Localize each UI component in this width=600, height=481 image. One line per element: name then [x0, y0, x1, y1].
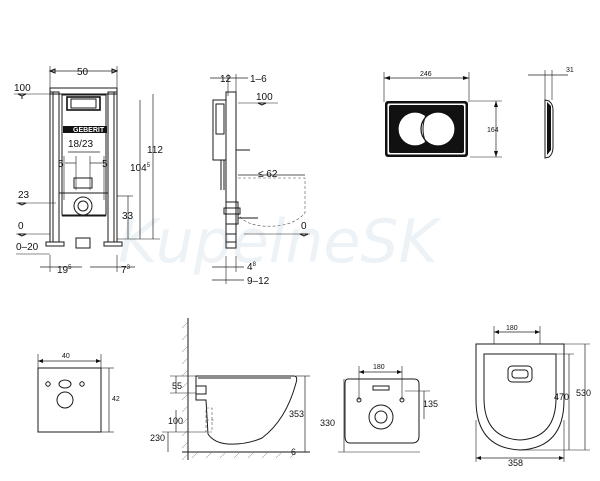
top-width-180-label: 180 [506, 325, 518, 332]
watermark: KupelneSK [118, 207, 442, 277]
outlet-pitch-label: 18/23 [68, 139, 93, 150]
flush-plate-front: 246 164 [383, 71, 502, 158]
back-width-label: 180 [373, 364, 385, 371]
side-depth-label: 12 [220, 74, 232, 85]
offset-left-label: 5 [58, 159, 64, 170]
cover-height-label: 42 [112, 396, 120, 403]
projection-label: ≤ 62 [258, 169, 278, 180]
side-bottom-b-label: 9–12 [247, 276, 270, 287]
side-bottom-a-label: 48 [247, 262, 257, 273]
side-offset-label: 1–6 [250, 74, 267, 85]
floor-range-label: 0–20 [16, 242, 39, 253]
back-height-label: 330 [320, 418, 335, 428]
floor-level-label: 0 [18, 221, 24, 232]
bowl-dim-55-label: 55 [172, 381, 182, 391]
bowl-dim-100-label: 100 [168, 416, 183, 426]
bowl-dim-230-label: 230 [150, 433, 165, 443]
total-height-label: 112 [147, 145, 163, 156]
side-floor-label: 0 [301, 221, 307, 232]
back-dim-135-label: 135 [423, 399, 438, 409]
bottom-right-label: 73 [121, 265, 131, 276]
bottom-left-label: 195 [57, 265, 72, 276]
bowl-back-view: 180 330 135 [320, 364, 438, 453]
plate-depth-label: 31 [566, 67, 574, 74]
bolt-height-label: 33 [122, 211, 134, 222]
flush-plate-side: 31 [528, 67, 574, 159]
frame-height-label: 1045 [130, 163, 151, 174]
frame-side-view: 12 1–6 100 ≤ 62 0 48 9–12 [210, 74, 310, 287]
cover-plate: 40 42 [37, 353, 120, 433]
bowl-top-view: 180 470 530 358 [475, 325, 591, 468]
level-100-label: 100 [14, 83, 31, 94]
frame-front-view: 50 GEBERIT 18/23 5 5 [14, 66, 163, 276]
plate-height-label: 164 [487, 127, 499, 134]
inlet-height-label: 23 [18, 190, 30, 201]
bowl-side-view: 55 100 230 353 6 [150, 318, 310, 461]
plate-width-label: 246 [420, 71, 432, 78]
brand-label: GEBERIT [73, 127, 105, 134]
top-length-470-label: 470 [554, 392, 569, 402]
bowl-dim-6-label: 6 [291, 447, 296, 457]
bowl-dim-353-label: 353 [289, 409, 304, 419]
top-length-530-label: 530 [576, 388, 591, 398]
offset-right-label: 5 [102, 159, 108, 170]
cover-width-label: 40 [62, 353, 70, 360]
top-width-358-label: 358 [508, 458, 523, 468]
side-level-100-label: 100 [256, 92, 273, 103]
frame-width-label: 50 [77, 67, 89, 78]
